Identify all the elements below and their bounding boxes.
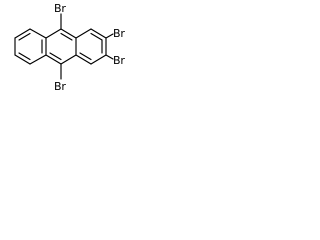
bond-l-double-2 [18, 52, 31, 61]
molecule-structure: Br Br Br Br [14, 2, 126, 93]
bond-br-upper-right [105, 33, 114, 39]
bond-l1 [29, 28, 47, 39]
bond-r-double-1 [79, 52, 92, 61]
bond-r1 [75, 28, 92, 39]
bond-br-lower-right [105, 54, 114, 60]
br-label-upper-right: Br [113, 27, 125, 40]
bond-l3 [29, 54, 47, 65]
bond-m5 [45, 54, 62, 65]
bond-l6 [14, 28, 31, 39]
br-label-bottom: Br [54, 80, 66, 93]
bond-r-double-3 [90, 32, 103, 41]
bond-r2 [90, 28, 107, 39]
structure-canvas: Br Br Br Br [0, 0, 132, 93]
bond-l-double-1 [18, 32, 31, 41]
bond-m2 [60, 28, 77, 39]
br-label-lower-right: Br [113, 54, 125, 67]
bond-r5 [75, 54, 92, 65]
bond-l4 [14, 54, 31, 65]
bond-m-double-2 [49, 52, 62, 61]
bond-m-double-1 [60, 32, 73, 41]
bond-m4 [60, 54, 77, 65]
bond-m1 [45, 28, 62, 39]
br-label-top: Br [54, 2, 66, 15]
bond-r4 [90, 54, 107, 65]
